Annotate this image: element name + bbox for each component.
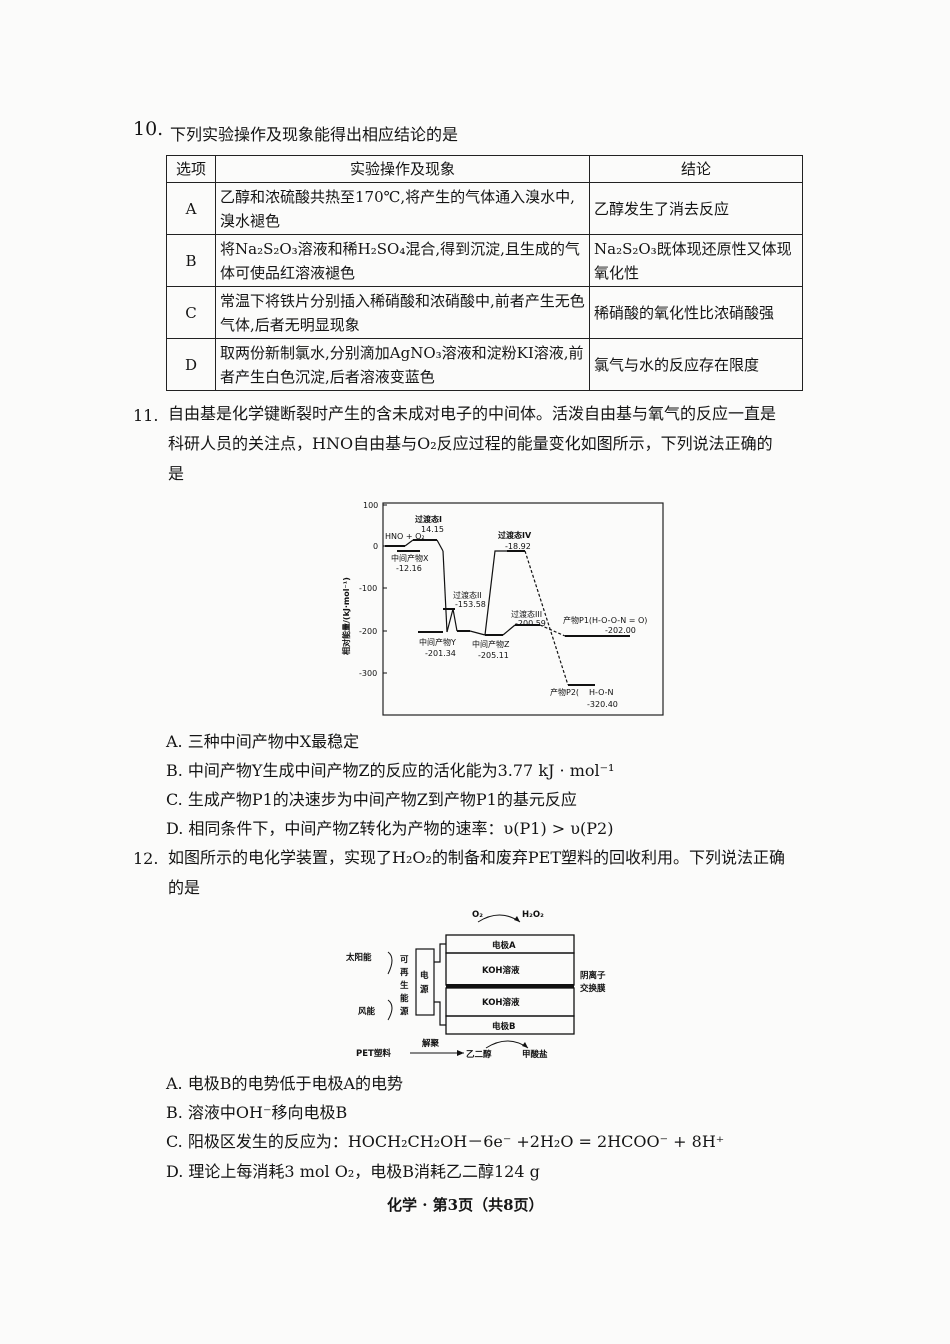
row-operation: 乙醇和浓硫酸共热至170℃,将产生的气体通入溴水中,溴水褪色 xyxy=(215,182,590,235)
label-ts3-value: -200.59 xyxy=(515,619,546,628)
q12-stem-line1: 如图所示的电化学装置，实现了H₂O₂的制备和废弃PET塑料的回收利用。下列说法正… xyxy=(168,848,786,867)
table-row: C 常温下将铁片分别插入稀硝酸和浓硝酸中,前者产生无色气体,后者无明显现象 稀硝… xyxy=(166,286,803,339)
label-z-value: -205.11 xyxy=(478,651,509,660)
row-option: B xyxy=(166,234,216,287)
label-renewable-1: 可 xyxy=(400,955,409,965)
y-tick: -200 xyxy=(359,627,377,636)
label-koh-bottom: KOH溶液 xyxy=(482,997,520,1008)
row-conclusion: 乙醇发生了消去反应 xyxy=(589,182,803,235)
q11-option-b: B. 中间产物Y生成中间产物Z的反应的活化能为3.77 kJ · mol⁻¹ xyxy=(166,761,615,780)
q10-table: 选项 实验操作及现象 结论 A 乙醇和浓硫酸共热至170℃,将产生的气体通入溴水… xyxy=(166,155,803,391)
q11-stem-line1: 自由基是化学键断裂时产生的含未成对电子的中间体。活泼自由基与氧气的反应一直是 xyxy=(168,404,777,423)
row-operation: 将Na₂S₂O₃溶液和稀H₂SO₄混合,得到沉淀,且生成的气体可使品红溶液褪色 xyxy=(215,234,590,287)
row-conclusion: 稀硝酸的氧化性比浓硝酸强 xyxy=(589,286,803,339)
label-ts1-value: 14.15 xyxy=(421,525,444,534)
q12-option-b: B. 溶液中OH⁻移向电极B xyxy=(166,1103,348,1122)
label-x-value: -12.16 xyxy=(396,564,422,573)
electrochem-diagram: O₂ H₂O₂ 电极A KOH溶液 KOH溶液 电极B 阴离子 交换膜 电 源 … xyxy=(345,910,606,1060)
label-renewable-3: 生 xyxy=(400,980,409,991)
q10-number: 10. xyxy=(133,118,164,140)
label-p1: 产物P1(H-O-O-N = O) xyxy=(563,615,647,625)
q11-stem-line3: 是 xyxy=(168,464,185,483)
y-tick: -300 xyxy=(359,669,377,678)
label-pet: PET塑料 xyxy=(356,1048,391,1059)
q12-option-a: A. 电极B的电势低于电极A的电势 xyxy=(166,1074,404,1093)
table-row: A 乙醇和浓硫酸共热至170℃,将产生的气体通入溴水中,溴水褪色 乙醇发生了消去… xyxy=(166,182,803,235)
label-depoly: 解聚 xyxy=(422,1038,440,1049)
label-x: 中间产物X xyxy=(391,553,429,563)
label-y: 中间产物Y xyxy=(419,637,456,647)
row-operation: 取两份新制氯水,分别滴加AgNO₃溶液和淀粉KI溶液,前者产生白色沉淀,后者溶液… xyxy=(215,338,590,391)
label-renewable-4: 能 xyxy=(400,993,409,1004)
table-row: D 取两份新制氯水,分别滴加AgNO₃溶液和淀粉KI溶液,前者产生白色沉淀,后者… xyxy=(166,338,803,391)
label-membrane-2: 交换膜 xyxy=(580,983,606,994)
label-h2o2: H₂O₂ xyxy=(522,910,544,920)
y-tick: 0 xyxy=(373,542,378,551)
label-power-2: 源 xyxy=(420,984,429,995)
label-o2: O₂ xyxy=(472,910,483,920)
label-ts2-value: -153.58 xyxy=(455,600,486,609)
label-ts4: 过渡态IV xyxy=(498,530,532,540)
label-p2-ring: H-O-N xyxy=(589,688,614,697)
q11-option-a: A. 三种中间产物中X最稳定 xyxy=(166,732,360,751)
q12-option-c: C. 阳极区发生的反应为：HOCH₂CH₂OH－6e⁻ +2H₂O = 2HCO… xyxy=(166,1132,725,1151)
label-ts1: 过渡态I xyxy=(415,514,442,524)
table-header-conclusion: 结论 xyxy=(589,155,803,183)
energy-diagram: 相对能量/(kJ·mol⁻¹) 100 0 -100 -200 -300 HNO… xyxy=(341,501,664,716)
table-header-operation: 实验操作及现象 xyxy=(215,155,590,183)
label-electrode-b: 电极B xyxy=(492,1021,515,1032)
label-power-1: 电 xyxy=(420,970,429,981)
label-z: 中间产物Z xyxy=(472,639,510,649)
y-tick: 100 xyxy=(363,501,378,510)
label-electrode-a: 电极A xyxy=(492,940,516,951)
label-y-value: -201.34 xyxy=(425,649,456,658)
label-koh-top: KOH溶液 xyxy=(482,965,520,976)
label-p2: 产物P2( xyxy=(550,687,579,697)
y-axis-label: 相对能量/(kJ·mol⁻¹) xyxy=(341,577,351,655)
label-solar: 太阳能 xyxy=(345,952,372,963)
q12-number: 12. xyxy=(133,849,159,868)
row-operation: 常温下将铁片分别插入稀硝酸和浓硝酸中,前者产生无色气体,后者无明显现象 xyxy=(215,286,590,339)
label-ts3: 过渡态III xyxy=(511,609,542,619)
label-renewable-2: 再 xyxy=(400,968,409,978)
q12-stem-line2: 的是 xyxy=(168,878,201,897)
row-conclusion: 氯气与水的反应存在限度 xyxy=(589,338,803,391)
table-row: B 将Na₂S₂O₃溶液和稀H₂SO₄混合,得到沉淀,且生成的气体可使品红溶液褪… xyxy=(166,234,803,287)
label-membrane-1: 阴离子 xyxy=(580,970,606,981)
q11-option-c: C. 生成产物P1的决速步为中间产物Z到产物P1的基元反应 xyxy=(166,790,577,809)
row-option: A xyxy=(166,182,216,235)
row-option: C xyxy=(166,286,216,339)
label-formate: 甲酸盐 xyxy=(522,1049,548,1060)
q11-stem-line2: 科研人员的关注点，HNO自由基与O₂反应过程的能量变化如图所示，下列说法正确的 xyxy=(168,434,773,453)
q11-option-d: D. 相同条件下，中间产物Z转化为产物的速率：υ(P1) > υ(P2) xyxy=(166,819,614,838)
q11-number: 11. xyxy=(133,406,159,425)
label-glycol: 乙二醇 xyxy=(466,1049,492,1060)
label-wind: 风能 xyxy=(358,1006,376,1017)
row-option: D xyxy=(166,338,216,391)
label-p2-value: -320.40 xyxy=(587,700,618,709)
row-conclusion: Na₂S₂O₃既体现还原性又体现氧化性 xyxy=(589,234,803,287)
table-header-option: 选项 xyxy=(166,155,216,183)
label-ts4-value: -18.92 xyxy=(505,542,531,551)
label-ts2: 过渡态II xyxy=(453,590,482,600)
label-renewable-5: 源 xyxy=(400,1006,409,1017)
y-tick: -100 xyxy=(359,584,377,593)
q12-option-d: D. 理论上每消耗3 mol O₂，电极B消耗乙二醇124 g xyxy=(166,1162,540,1181)
page-footer: 化学 · 第3页（共8页） xyxy=(387,1196,544,1214)
label-p1-value: -202.00 xyxy=(605,626,636,635)
label-reactant: HNO + O₂ xyxy=(385,532,425,541)
q10-stem: 下列实验操作及现象能得出相应结论的是 xyxy=(170,125,459,144)
